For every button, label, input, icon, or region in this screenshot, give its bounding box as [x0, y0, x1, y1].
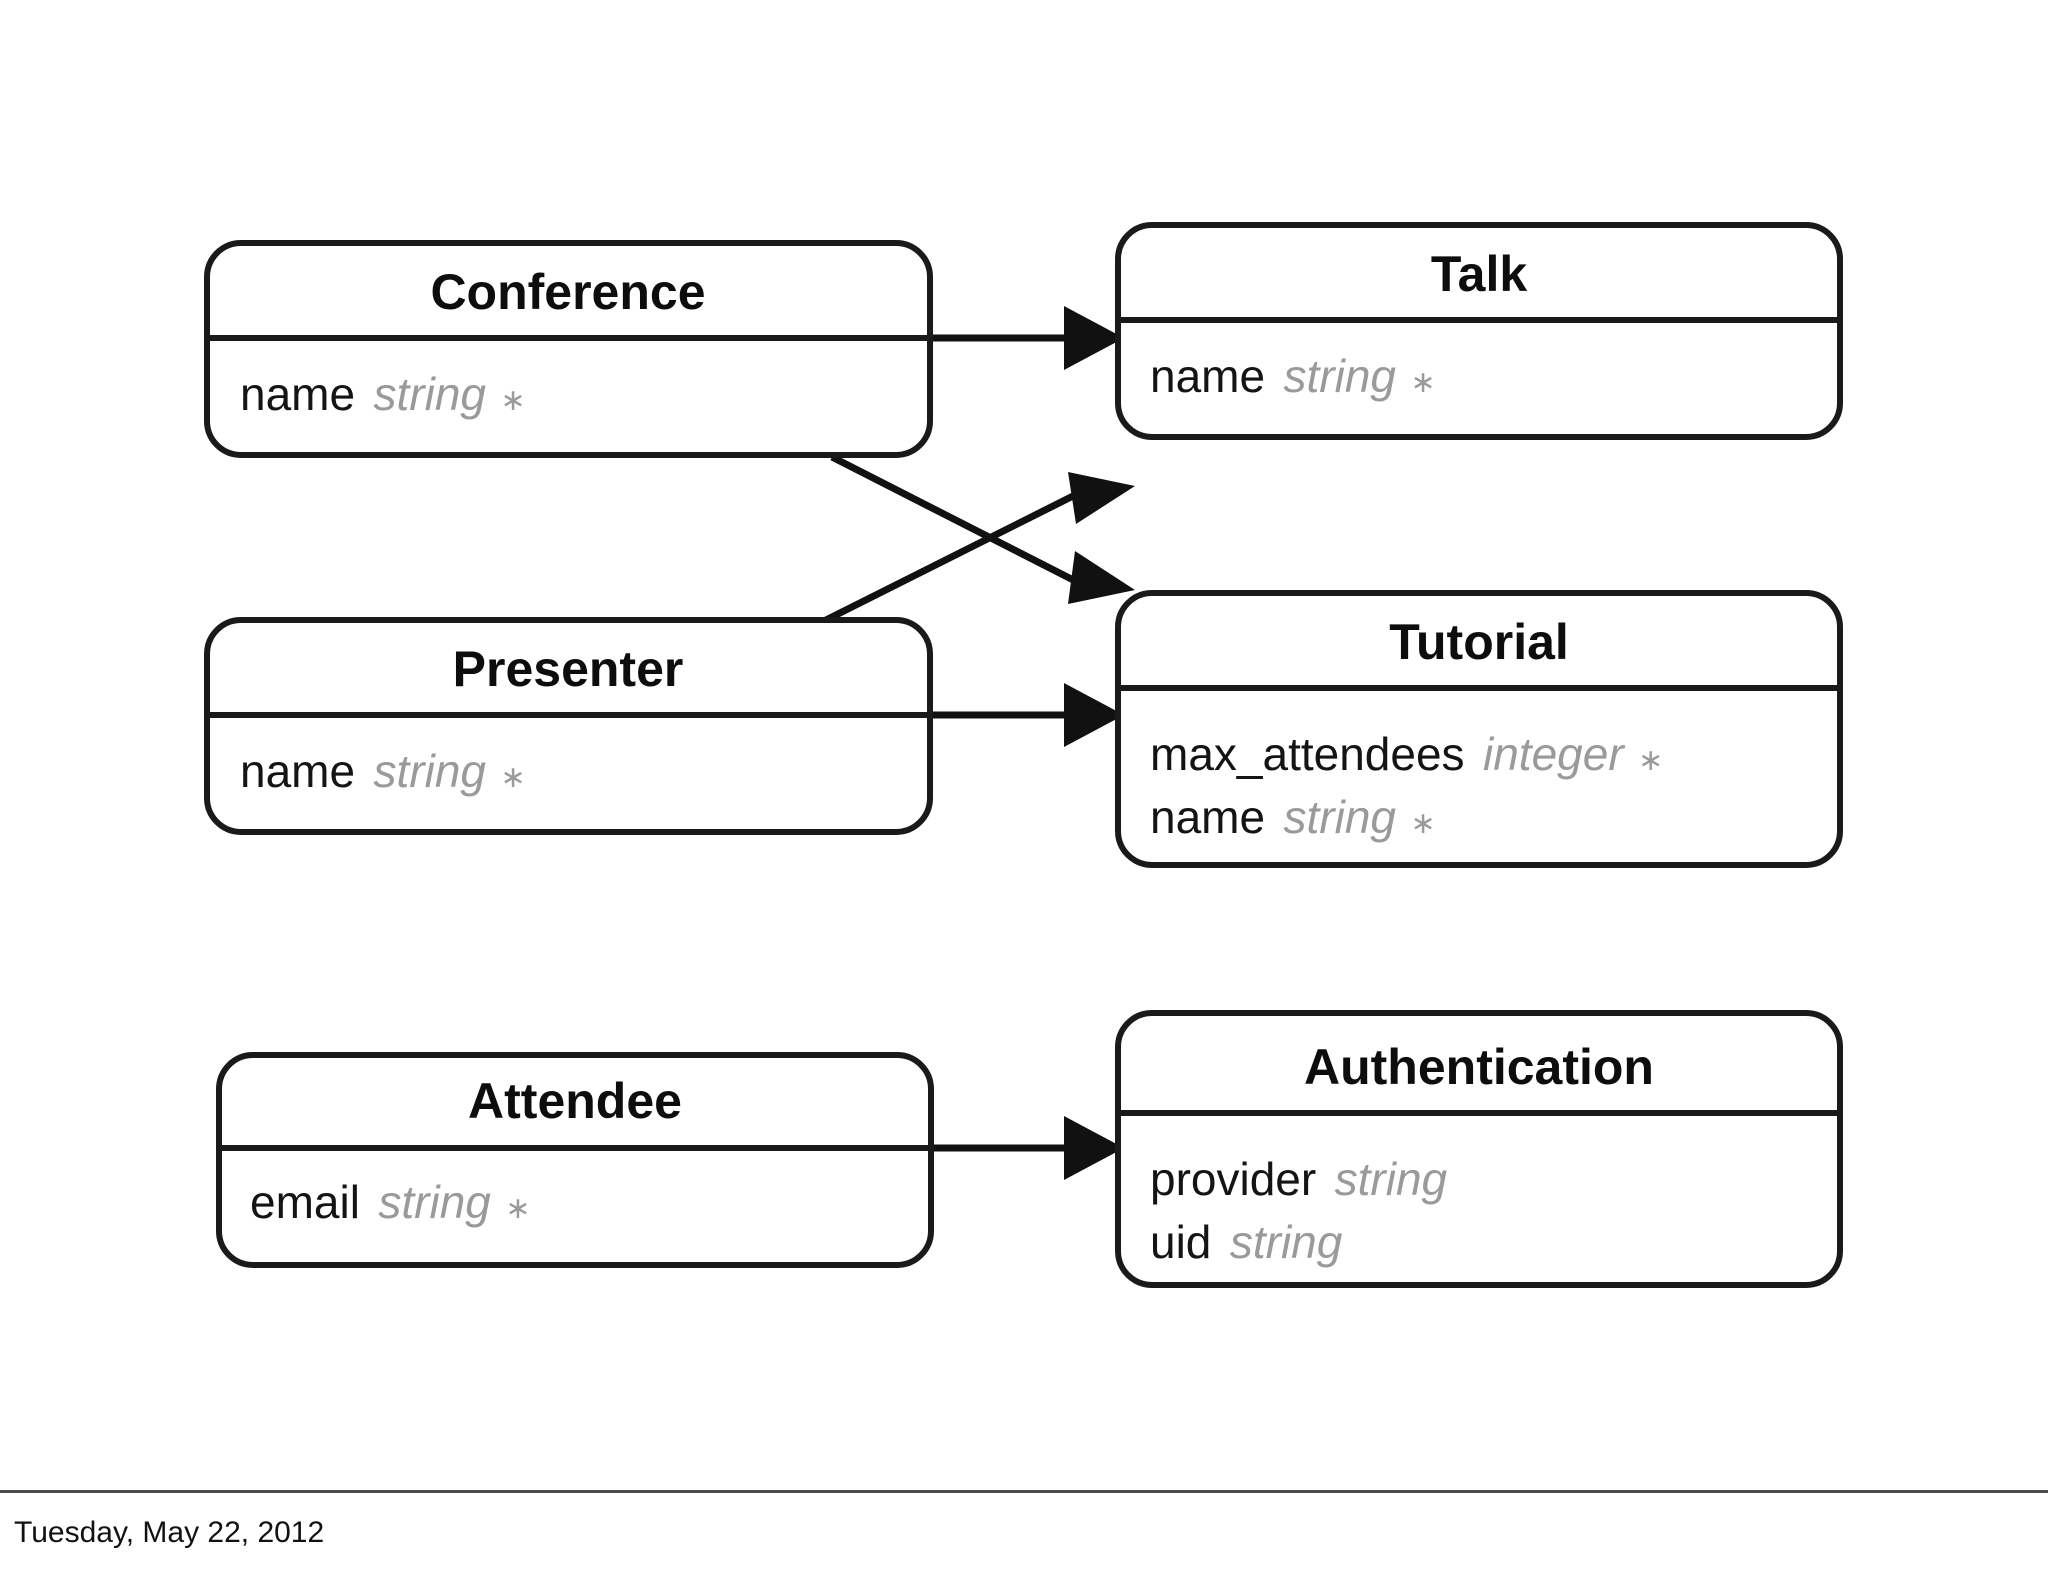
attr-type: string	[1284, 791, 1397, 843]
entity-talk-attr-row: name string ∗	[1150, 350, 1436, 402]
entity-presenter-frame[interactable]	[204, 617, 933, 835]
entity-attendee[interactable]: Attendee email string ∗	[216, 1052, 934, 1268]
entity-attendee-frame[interactable]	[216, 1052, 934, 1268]
entity-presenter-attr-row: name string ∗	[240, 745, 526, 797]
entity-conference-title: Conference	[430, 264, 705, 320]
relationship-conference-to-talk	[930, 306, 1124, 370]
attr-type: string	[1230, 1216, 1343, 1268]
attr-type: string	[378, 1176, 491, 1228]
attr-required-marker: ∗	[500, 761, 525, 794]
entity-presenter-title: Presenter	[453, 641, 684, 697]
attr-type: string	[374, 745, 487, 797]
entity-authentication-title: Authentication	[1304, 1039, 1654, 1095]
relationship-presenter-to-talk	[820, 472, 1135, 626]
er-diagram: Conference name string ∗ Talk name strin…	[204, 222, 1843, 1288]
entity-authentication-frame[interactable]	[1115, 1010, 1843, 1288]
entity-talk-title: Talk	[1431, 246, 1528, 302]
entity-authentication-attr-row: uid string	[1150, 1216, 1343, 1268]
entity-conference-frame[interactable]	[204, 240, 933, 458]
entity-conference-attr-row: name string ∗	[240, 368, 526, 420]
entity-authentication[interactable]: Authentication provider string uid strin…	[1115, 1010, 1843, 1288]
attr-required-marker: ∗	[1410, 366, 1435, 399]
arrow-head-icon	[1064, 306, 1124, 370]
attr-type: string	[1284, 350, 1397, 402]
attr-required-marker: ∗	[1410, 807, 1435, 840]
attr-required-marker: ∗	[1638, 744, 1663, 777]
entity-authentication-attr-row: provider string	[1150, 1153, 1448, 1205]
attr-name: uid	[1150, 1216, 1211, 1268]
entity-attendee-attr-row: email string ∗	[250, 1176, 530, 1228]
entity-tutorial-title: Tutorial	[1389, 614, 1569, 670]
relationship-presenter-to-tutorial	[930, 683, 1124, 747]
attr-type: string	[1335, 1153, 1448, 1205]
attr-name: name	[240, 368, 355, 420]
attr-required-marker: ∗	[500, 384, 525, 417]
relationship-conference-to-tutorial	[830, 453, 1135, 604]
entity-attendee-title: Attendee	[468, 1073, 682, 1129]
entity-talk-frame[interactable]	[1115, 222, 1843, 440]
arrow-head-icon	[1068, 551, 1135, 604]
attr-name: max_attendees	[1150, 728, 1465, 780]
relationship-attendee-to-authentication	[931, 1116, 1124, 1180]
attr-name: provider	[1150, 1153, 1316, 1205]
attr-name: name	[1150, 791, 1265, 843]
entity-talk[interactable]: Talk name string ∗	[1115, 222, 1843, 440]
arrow-head-icon	[1064, 1116, 1124, 1180]
attr-type: string	[374, 368, 487, 420]
entity-tutorial-attr-row: max_attendees integer ∗	[1150, 728, 1663, 780]
attr-required-marker: ∗	[505, 1192, 530, 1225]
arrow-head-icon	[1064, 683, 1124, 747]
arrow-head-icon	[1068, 472, 1135, 524]
attr-name: name	[1150, 350, 1265, 402]
attr-name: name	[240, 745, 355, 797]
attr-type: integer	[1483, 728, 1625, 780]
footer-date: Tuesday, May 22, 2012	[14, 1516, 325, 1549]
entity-tutorial-attr-row: name string ∗	[1150, 791, 1436, 843]
entity-presenter[interactable]: Presenter name string ∗	[204, 617, 933, 835]
entity-conference[interactable]: Conference name string ∗	[204, 240, 933, 458]
footer-divider	[0, 1490, 2048, 1493]
entity-tutorial-frame[interactable]	[1115, 590, 1843, 868]
attr-name: email	[250, 1176, 360, 1228]
slide-footer: Tuesday, May 22, 2012	[0, 1490, 2048, 1576]
entity-tutorial[interactable]: Tutorial max_attendees integer ∗ name st…	[1115, 590, 1843, 868]
